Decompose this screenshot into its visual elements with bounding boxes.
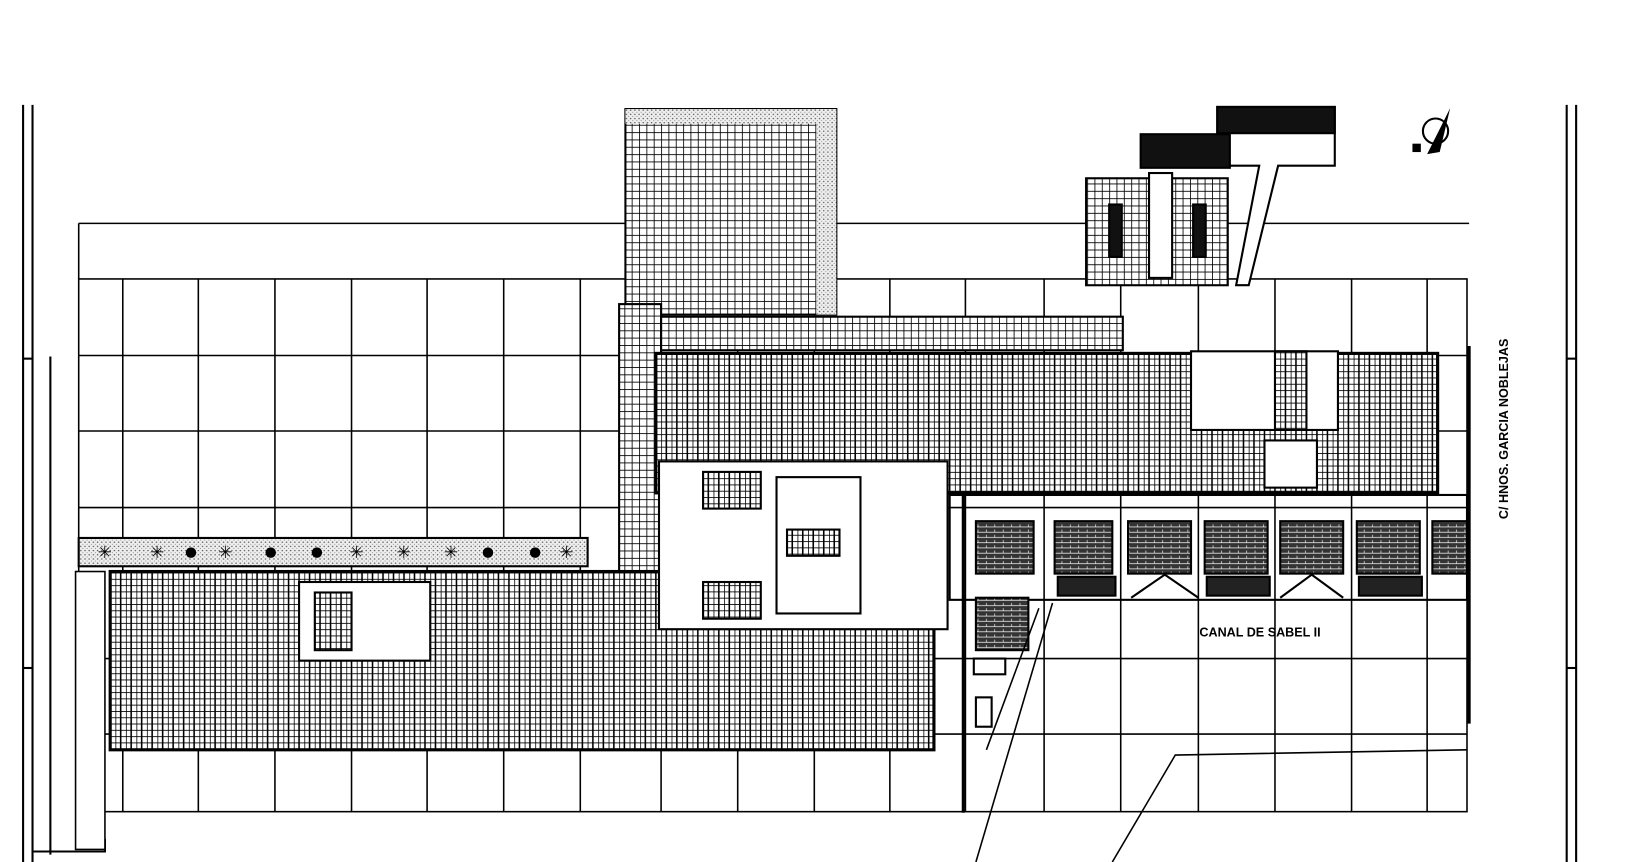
tree-icon <box>185 547 197 558</box>
tree-icon <box>482 547 494 558</box>
tree-icon: ✳ <box>397 543 411 562</box>
tree-icon: ✳ <box>349 543 363 562</box>
tree-icon: ✳ <box>98 543 112 562</box>
tree-icon: ✳ <box>150 543 164 562</box>
tree-icon <box>265 547 276 558</box>
tree-icon: ✳ <box>218 543 232 562</box>
tree-icon <box>311 547 323 558</box>
tree-icon <box>529 547 541 558</box>
canal-bays <box>948 493 1469 813</box>
tree-icon: ✳ <box>559 543 573 562</box>
connector-band <box>660 315 1124 352</box>
planter-strip-west <box>74 570 106 851</box>
landscape-strip-top <box>625 109 837 124</box>
tower-block-lower <box>618 303 663 578</box>
access-lines <box>975 346 1471 862</box>
planter-strip <box>77 536 589 568</box>
tower-block <box>624 108 838 316</box>
existing-building <box>1085 105 1336 287</box>
core-cluster <box>298 350 1339 662</box>
site-boundary <box>22 104 1578 862</box>
street-label: C/ HNOS. GARCIA NOBLEJAS <box>1497 339 1511 519</box>
landscape-strip-side <box>816 109 837 315</box>
canal-label: CANAL DE SABEL II <box>1199 626 1320 640</box>
north-arrow-icon <box>1412 108 1451 155</box>
tree-icon: ✳ <box>444 543 458 562</box>
